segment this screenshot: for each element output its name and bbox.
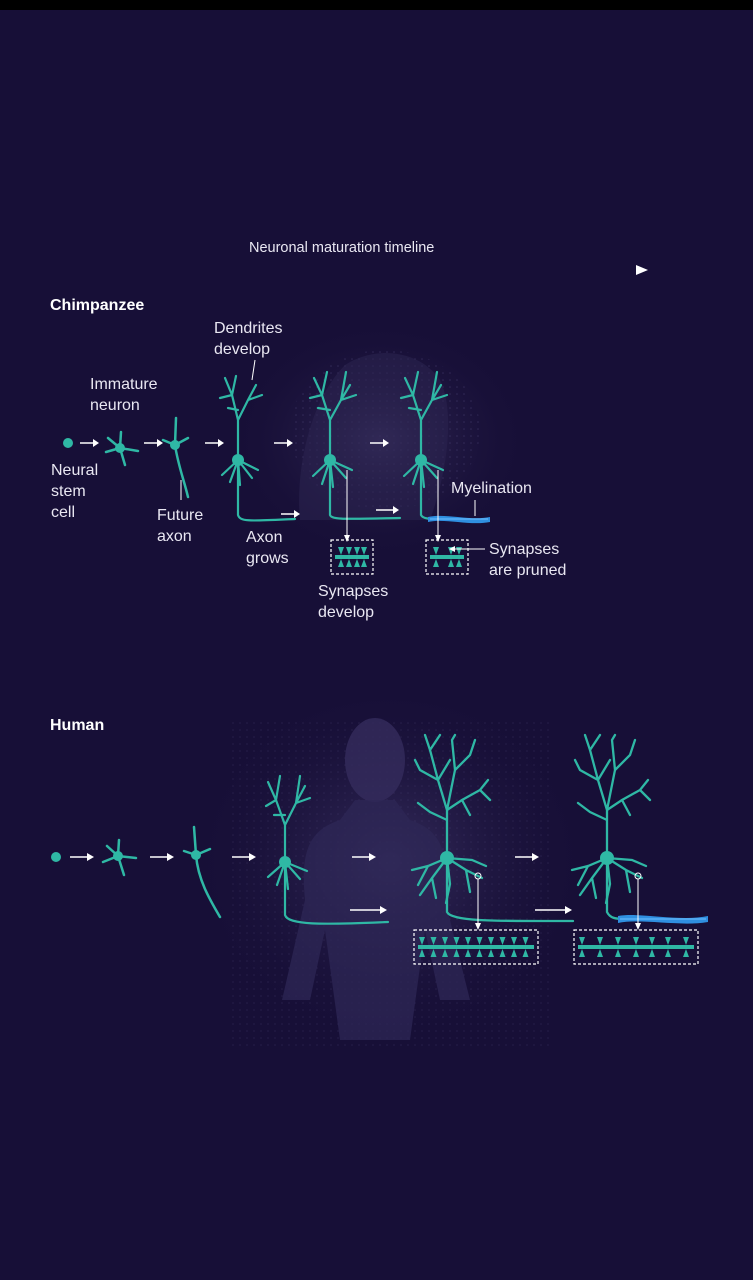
human-arrow-axon-2-icon (535, 906, 572, 914)
chimp-arrow-5-icon (370, 439, 389, 447)
label-myelination: Myelination (451, 480, 532, 497)
human-silhouette-icon (190, 700, 590, 1060)
human-synapse-pointer-2 (634, 872, 642, 930)
human-synapse-box-2-icon (573, 929, 699, 965)
chimp-dendrite-neuron-2-icon (308, 370, 402, 520)
synapses-pruned-pointer (449, 546, 485, 552)
human-arrow-axon-1-icon (350, 906, 387, 914)
chimp-immature-neuron-icon (104, 430, 140, 467)
human-myelin-sheath-icon (618, 915, 708, 924)
chimp-arrow-4-icon (274, 439, 293, 447)
human-dendrite-neuron-2-icon (410, 733, 575, 923)
chimp-arrow-axon-1-icon (281, 510, 300, 518)
chimp-dendrite-neuron-1-icon (218, 374, 297, 522)
human-synapse-box-1-icon (413, 929, 539, 965)
chimp-arrow-1-icon (80, 439, 99, 447)
human-neural-stem-cell-icon (51, 852, 61, 862)
human-synapse-pointer-1 (474, 872, 482, 930)
human-immature-neuron-icon (101, 838, 138, 877)
chimp-dendrite-neuron-3-icon (399, 370, 449, 521)
chimp-arrow-2-icon (144, 439, 163, 447)
human-arrow-2-icon (150, 853, 174, 861)
label-axon-grows: Axon grows (246, 529, 289, 567)
chimp-arrow-axon-2-icon (376, 506, 399, 514)
dendrites-develop-pointer (251, 359, 256, 381)
label-future-axon: Future axon (157, 507, 204, 545)
human-arrow-5-icon (515, 853, 539, 861)
human-title: Human (50, 717, 105, 734)
chimp-future-axon-neuron-icon (161, 416, 190, 499)
human-dendrite-neuron-1-icon (264, 774, 390, 925)
chimp-synapse-pointer-1 (344, 470, 350, 542)
label-dendrites-develop: Dendrites develop (214, 320, 283, 358)
timeline-label: Neuronal maturation timeline (249, 240, 435, 256)
chimpanzee-title: Chimpanzee (50, 297, 145, 314)
chimp-synapse-box-1-icon (330, 539, 374, 575)
chimp-synapse-pointer-2 (435, 470, 441, 542)
human-arrow-4-icon (352, 853, 376, 861)
label-neural-stem-cell: Neural stem cell (51, 462, 99, 521)
status-bar (0, 0, 753, 10)
chimp-neural-stem-cell-icon (63, 438, 73, 448)
timeline-arrow (62, 265, 648, 275)
label-synapses-pruned: Synapses are pruned (489, 541, 567, 579)
human-arrow-1-icon (70, 853, 94, 861)
chimp-myelin-sheath-icon (428, 515, 490, 524)
human-dendrite-neuron-3-icon (570, 733, 652, 921)
chimp-arrow-3-icon (205, 439, 224, 447)
label-immature-neuron: Immature neuron (90, 376, 158, 414)
human-arrow-3-icon (232, 853, 256, 861)
human-future-axon-neuron-icon (182, 825, 222, 919)
label-synapses-develop: Synapses develop (318, 583, 389, 621)
